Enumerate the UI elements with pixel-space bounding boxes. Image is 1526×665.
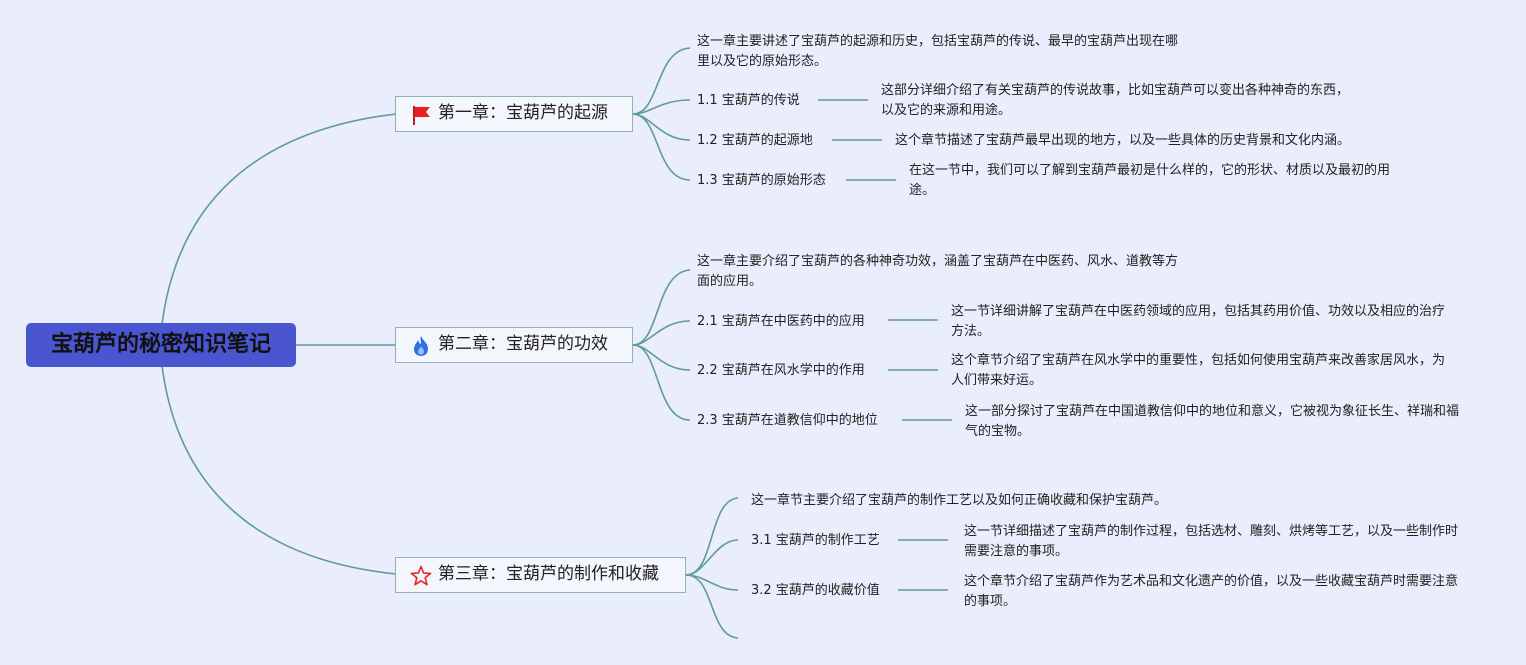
section-2-2-desc[interactable]: 这个章节介绍了宝葫芦在风水学中的重要性，包括如何使用宝葫芦来改善家居风水，为人们…	[951, 353, 1446, 388]
section-1-2-desc[interactable]: 这个章节描述了宝葫芦最早出现的地方，以及一些具体的历史背景和文化内涵。	[895, 133, 1351, 148]
section-1-3-desc[interactable]: 在这一节中，我们可以了解到宝葫芦最初是什么样的，它的形状、材质以及最初的用途。	[909, 163, 1391, 198]
section-3-2-desc[interactable]: 这个章节介绍了宝葫芦作为艺术品和文化遗产的价值，以及一些收藏宝葫芦时需要注意的事…	[964, 574, 1459, 609]
section-1-2-label[interactable]: 1.2 宝葫芦的起源地	[697, 133, 813, 148]
section-1-3-label[interactable]: 1.3 宝葫芦的原始形态	[697, 173, 826, 188]
root-topic[interactable]: 宝葫芦的秘密知识笔记	[26, 323, 296, 367]
chapter-1-summary[interactable]: 这一章主要讲述了宝葫芦的起源和历史，包括宝葫芦的传说、最早的宝葫芦出现在哪里以及…	[697, 34, 1179, 69]
chapter-3-topic[interactable]: 第三章：宝葫芦的制作和收藏	[395, 557, 686, 593]
fire-icon	[414, 336, 428, 356]
section-2-3-desc[interactable]: 这一部分探讨了宝葫芦在中国道教信仰中的地位和意义，它被视为象征长生、祥瑞和福气的…	[965, 404, 1460, 439]
chapter-2-summary[interactable]: 这一章主要介绍了宝葫芦的各种神奇功效，涵盖了宝葫芦在中医药、风水、道教等方面的应…	[697, 254, 1179, 289]
section-1-1-desc[interactable]: 这部分详细介绍了有关宝葫芦的传说故事，比如宝葫芦可以变出各种神奇的东西，以及它的…	[881, 83, 1350, 118]
chapter-3-title: 第三章：宝葫芦的制作和收藏	[438, 564, 659, 584]
chapter-2-topic[interactable]: 第二章：宝葫芦的功效	[395, 327, 633, 363]
chapter-1-title: 第一章：宝葫芦的起源	[438, 103, 608, 123]
chapter-1-topic[interactable]: 第一章：宝葫芦的起源	[395, 96, 633, 132]
flag-icon	[413, 106, 430, 125]
section-2-1-label[interactable]: 2.1 宝葫芦在中医药中的应用	[697, 314, 865, 329]
section-2-1-desc[interactable]: 这一节详细讲解了宝葫芦在中医药领域的应用，包括其药用价值、功效以及相应的治疗方法…	[951, 304, 1446, 339]
chapter-3-summary[interactable]: 这一章节主要介绍了宝葫芦的制作工艺以及如何正确收藏和保护宝葫芦。	[751, 493, 1168, 508]
section-1-1-label[interactable]: 1.1 宝葫芦的传说	[697, 93, 800, 108]
star-icon	[410, 565, 432, 586]
section-2-3-label[interactable]: 2.3 宝葫芦在道教信仰中的地位	[697, 413, 878, 428]
section-3-1-label[interactable]: 3.1 宝葫芦的制作工艺	[751, 533, 880, 548]
chapter-2-title: 第二章：宝葫芦的功效	[438, 334, 608, 354]
section-3-1-desc[interactable]: 这一节详细描述了宝葫芦的制作过程，包括选材、雕刻、烘烤等工艺，以及一些制作时需要…	[964, 524, 1459, 559]
section-3-2-label[interactable]: 3.2 宝葫芦的收藏价值	[751, 583, 880, 598]
section-2-2-label[interactable]: 2.2 宝葫芦在风水学中的作用	[697, 363, 865, 378]
